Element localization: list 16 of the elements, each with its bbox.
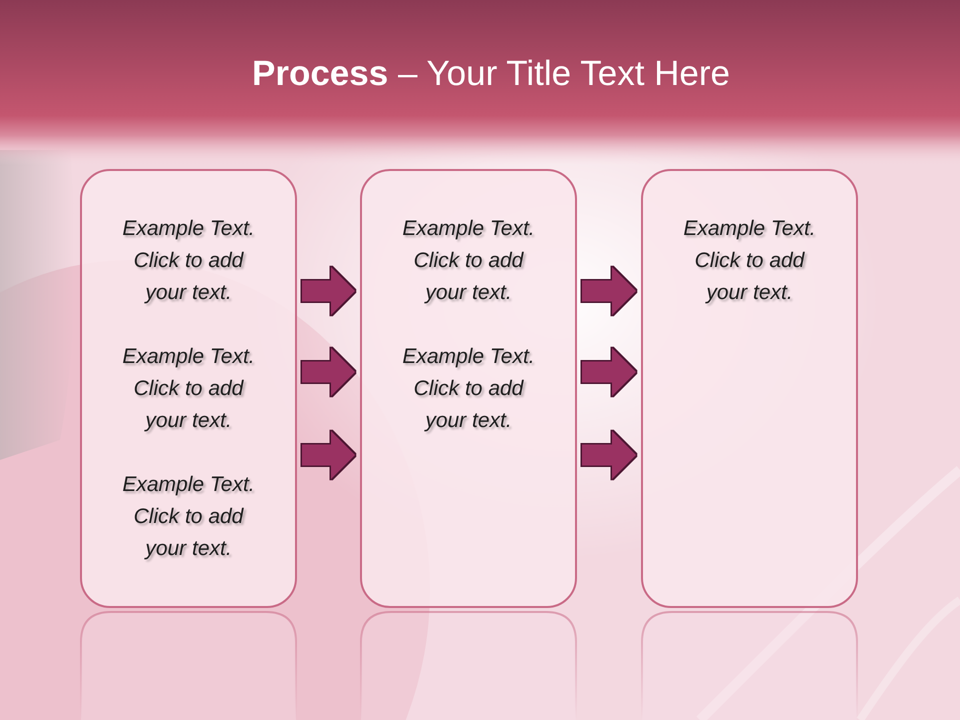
node-text: Example Text. Click to add your text.	[401, 344, 536, 434]
arrow	[582, 431, 636, 479]
arrow	[302, 431, 355, 479]
slide-title: Process – Your Title Text Here	[251, 53, 731, 95]
arrow	[302, 267, 355, 315]
arrow	[582, 348, 636, 396]
node-text: Example Text. Click to add your text.	[401, 216, 536, 306]
node-text: Example Text. Click to add your text.	[682, 216, 817, 306]
node-text: Example Text. Click to add your text.	[121, 216, 256, 306]
process-box	[80, 169, 297, 608]
arrow	[582, 267, 636, 315]
arrow	[302, 348, 355, 396]
node-text: Example Text. Click to add your text.	[121, 472, 256, 562]
process-box	[360, 169, 577, 608]
process-box	[641, 169, 858, 608]
node-text: Example Text. Click to add your text.	[121, 344, 256, 434]
